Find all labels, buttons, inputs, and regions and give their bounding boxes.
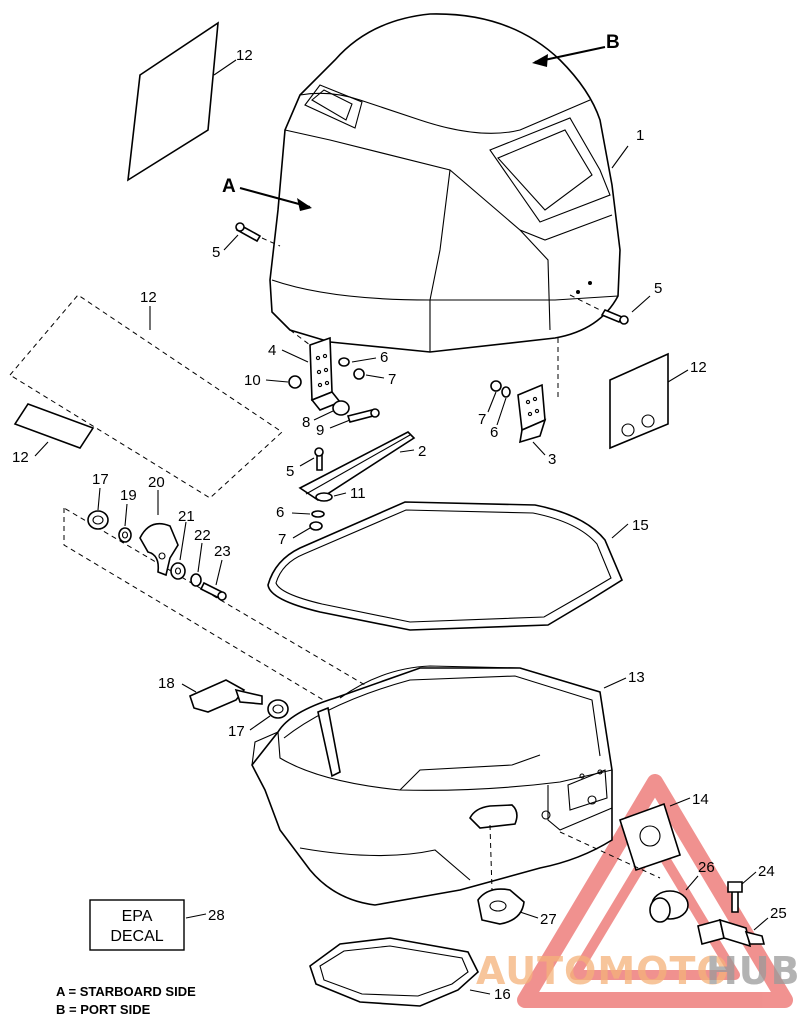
side-marker-b: B — [606, 32, 620, 53]
side-arrow-a — [239, 187, 312, 211]
part-5-screw-left — [235, 222, 281, 247]
part-9-screw — [346, 408, 380, 423]
part-2-handle — [298, 431, 416, 501]
callout-7b: 7 — [478, 411, 486, 428]
part-6-washer-b — [501, 386, 511, 398]
watermark-part2: HUB — [706, 949, 800, 993]
epa-line1: EPA — [122, 908, 153, 925]
callout-5c: 5 — [286, 463, 294, 480]
callout-2: 2 — [418, 443, 426, 460]
part-22-washer — [190, 573, 202, 587]
callout-6c: 6 — [276, 504, 284, 521]
callout-16: 16 — [494, 986, 511, 1003]
legend-b: B = PORT SIDE — [56, 1002, 151, 1017]
callout-17a: 17 — [92, 471, 109, 488]
part-7-nut-a — [353, 368, 365, 380]
callout-28: 28 — [208, 907, 225, 924]
side-arrow-b — [532, 46, 606, 67]
part-23-screw — [199, 581, 227, 601]
part-7-nut-b — [490, 380, 502, 392]
callout-19: 19 — [120, 487, 137, 504]
callout-5b: 5 — [654, 280, 662, 297]
callout-21: 21 — [178, 508, 195, 525]
legend: A = STARBOARD SIDE B = PORT SIDE — [56, 984, 196, 1017]
part-27-plug — [477, 888, 525, 925]
part-20-latch-cam — [139, 522, 179, 577]
callout-13: 13 — [628, 669, 645, 686]
callout-25: 25 — [770, 905, 787, 922]
part-7-nut-c — [309, 521, 323, 531]
watermark-text: AUTOMOTO HUB — [476, 949, 800, 993]
callout-20: 20 — [148, 474, 165, 491]
part-12-decal-small — [13, 403, 95, 449]
part-25-fitting — [697, 918, 766, 948]
callout-8: 8 — [302, 414, 310, 431]
part-24-screw — [727, 881, 743, 913]
part-12-decal-top — [127, 21, 219, 182]
callout-11: 11 — [350, 485, 366, 502]
part-1-engine-cover — [269, 13, 621, 353]
callout-12d: 12 — [690, 359, 707, 376]
part-12-decal-dashed — [9, 294, 283, 499]
part-16-gasket — [309, 937, 479, 1007]
part-15-seal — [267, 501, 624, 631]
part-13-lower-cowl — [251, 665, 613, 906]
callout-12a: 12 — [236, 47, 253, 64]
side-marker-a: A — [222, 176, 236, 197]
part-5-screw-right — [569, 294, 629, 325]
callout-22: 22 — [194, 527, 211, 544]
callout-24: 24 — [758, 863, 775, 880]
part-17-bushing-b — [267, 699, 289, 719]
watermark-part1: AUTOMOTO — [476, 949, 730, 993]
part-26-grommet — [649, 890, 689, 923]
callout-5a: 5 — [212, 244, 220, 261]
part-10-nut — [288, 375, 302, 389]
part-6-washer-a — [338, 357, 350, 367]
callout-7c: 7 — [278, 531, 286, 548]
part-28-epa-decal: EPA DECAL — [89, 899, 185, 951]
part-21-washer — [170, 562, 186, 580]
part-14-plate — [619, 802, 681, 872]
watermark-logo — [517, 774, 793, 1008]
callout-27: 27 — [540, 911, 557, 928]
callout-9: 9 — [316, 422, 324, 439]
part-5-screw-middle — [314, 447, 324, 471]
epa-line2: DECAL — [110, 928, 163, 945]
legend-a: A = STARBOARD SIDE — [56, 984, 196, 999]
callout-23: 23 — [214, 543, 231, 560]
part-4-bracket — [289, 329, 342, 411]
callout-26: 26 — [698, 859, 715, 876]
callout-6a: 6 — [380, 349, 388, 366]
part-17-bushing-a — [87, 510, 109, 530]
callout-1: 1 — [636, 127, 644, 144]
part-11-washer — [315, 492, 333, 502]
part-3-bracket — [517, 338, 559, 444]
part-19-washer — [118, 527, 132, 543]
callout-6b: 6 — [490, 424, 498, 441]
callout-labels: 1 2 3 4 5 5 5 6 6 6 7 7 7 8 9 10 11 12 1… — [12, 47, 787, 1003]
callout-7a: 7 — [388, 371, 396, 388]
part-18-lever — [189, 679, 263, 713]
callout-4: 4 — [268, 342, 276, 359]
callout-12b: 12 — [140, 289, 157, 306]
callout-10: 10 — [244, 372, 261, 389]
callout-18: 18 — [158, 675, 175, 692]
part-6-washer-c — [311, 510, 325, 518]
callout-12c: 12 — [12, 449, 29, 466]
callout-15: 15 — [632, 517, 649, 534]
callout-17b: 17 — [228, 723, 245, 740]
callout-14: 14 — [692, 791, 709, 808]
part-8-grommet — [332, 400, 350, 416]
callout-3: 3 — [548, 451, 556, 468]
part-12-decal-right — [609, 352, 669, 450]
